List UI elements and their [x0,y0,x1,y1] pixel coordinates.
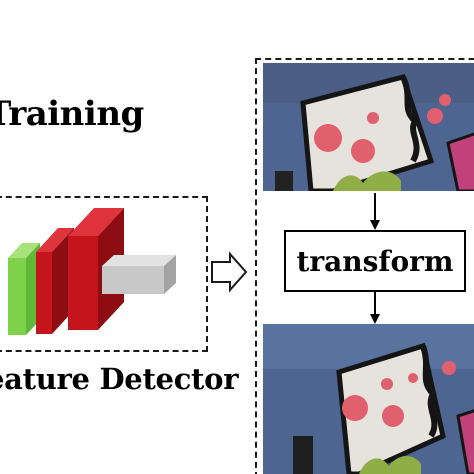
input-graffiti-photo [263,63,474,191]
hollow-arrow [211,251,248,293]
transformed-graffiti-photo [263,324,474,474]
graffiti-image-transformed [263,324,474,474]
transform-pipeline-box [255,58,474,474]
green-conv-layer [8,243,40,335]
training-heading: Training [0,94,144,134]
graffiti-image [263,63,474,191]
feature-detector-box [0,196,208,352]
transform-box: transform [284,230,466,292]
feature-detector-label: eature Detector [0,362,239,396]
gray-fc-layer [102,255,176,294]
